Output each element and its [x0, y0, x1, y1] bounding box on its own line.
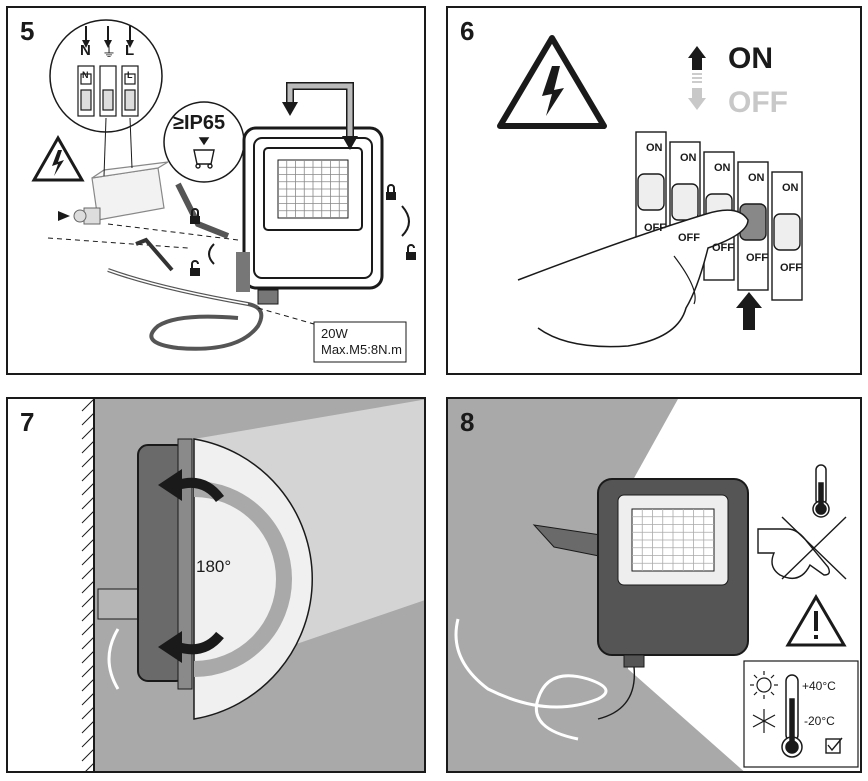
terminal-down-arrows: [82, 26, 134, 48]
angle-label: 180°: [196, 557, 232, 576]
spec-power: 20W: [321, 326, 348, 341]
breaker-toggle: [671, 183, 699, 221]
breaker-on-label: ON: [646, 142, 663, 154]
rotate-arrow-icon: [401, 205, 410, 237]
tilt-angle-illustration: [8, 399, 424, 771]
terminal-slot-n: N: [82, 70, 89, 80]
checkbox-icon: [825, 737, 843, 754]
spec-torque: Max.M5:8N.m: [321, 342, 402, 357]
breaker-off-label: OFF: [644, 222, 666, 234]
lock-icon: [386, 184, 396, 200]
breaker-toggle: [637, 173, 665, 211]
lock-icon: [190, 208, 200, 224]
watering-can-icon: [193, 137, 215, 169]
terminal-block: [77, 65, 139, 117]
rotate-arrow-icon: [208, 243, 215, 265]
up-arrow-icon: [688, 46, 706, 58]
breaker-on-label: ON: [782, 182, 799, 194]
high-voltage-warning-icon: [31, 134, 85, 182]
sun-icon: [750, 671, 778, 699]
terminal-slot-l: L: [127, 70, 133, 80]
power-cable: [107, 628, 120, 690]
step-number: 8: [460, 407, 475, 437]
snowflake-icon: [752, 709, 776, 733]
hand: [517, 209, 749, 348]
spec-box: [313, 321, 407, 363]
breaker-on-label: ON: [714, 162, 731, 174]
thermometer-icon: [812, 464, 830, 518]
floodlight-front: [597, 478, 749, 668]
panel-step-8: 8: [446, 397, 862, 773]
cable-gland: [73, 207, 101, 225]
panel-step-6: 6 ON OFF ON ON ON ON ON OFF OFF OFF OFF …: [446, 6, 862, 375]
floodlight-front: [236, 126, 384, 305]
breaker-off-label: OFF: [678, 232, 700, 244]
breaker-on-label: ON: [748, 172, 765, 184]
rotation-range-arc: [193, 438, 313, 720]
panel-step-5: 5: [6, 6, 426, 375]
unlock-icon: [190, 260, 200, 276]
rotate-arrow-icon: [158, 469, 225, 503]
min-temperature-label: -20°C: [804, 714, 835, 728]
ip-rating-label: ≥IP65: [173, 112, 226, 134]
power-cable: [454, 618, 608, 741]
breaker-toggle: [773, 213, 801, 251]
max-temperature-label: +40°C: [802, 679, 836, 693]
high-voltage-warning-icon: [497, 35, 607, 129]
hot-surface-no-touch-icon: [757, 516, 847, 580]
mounting-bracket: [175, 182, 230, 239]
power-switch-illustration: [497, 35, 812, 348]
down-arrow-icon: [688, 88, 706, 110]
terminal-label-n: N: [80, 42, 91, 59]
breaker-off-label: OFF: [780, 262, 802, 274]
step-number: 6: [460, 16, 475, 46]
terminal-label-earth: ⏚: [102, 44, 116, 60]
on-label: ON: [728, 42, 773, 75]
breaker-off-label: OFF: [746, 252, 768, 264]
off-label: OFF: [728, 86, 788, 119]
breaker-on-label: ON: [680, 152, 697, 164]
operating-conditions-illustration: [454, 399, 860, 771]
insert-arrow-icon: [58, 211, 70, 221]
unlock-icon: [406, 244, 416, 260]
breaker-off-label: OFF: [712, 242, 734, 254]
step-number: 5: [20, 16, 35, 46]
caution-icon: [785, 594, 847, 647]
rotate-arrow-icon: [158, 631, 224, 663]
panel-step-7: 7 180°: [6, 397, 426, 773]
installation-wiring-illustration: [31, 19, 416, 363]
terminal-label-l: L: [125, 42, 135, 59]
thermometer-icon: [781, 674, 803, 758]
step-number: 7: [20, 407, 35, 437]
junction-box: [91, 161, 169, 221]
up-arrow-icon: [736, 292, 762, 330]
hex-key: [135, 237, 174, 272]
